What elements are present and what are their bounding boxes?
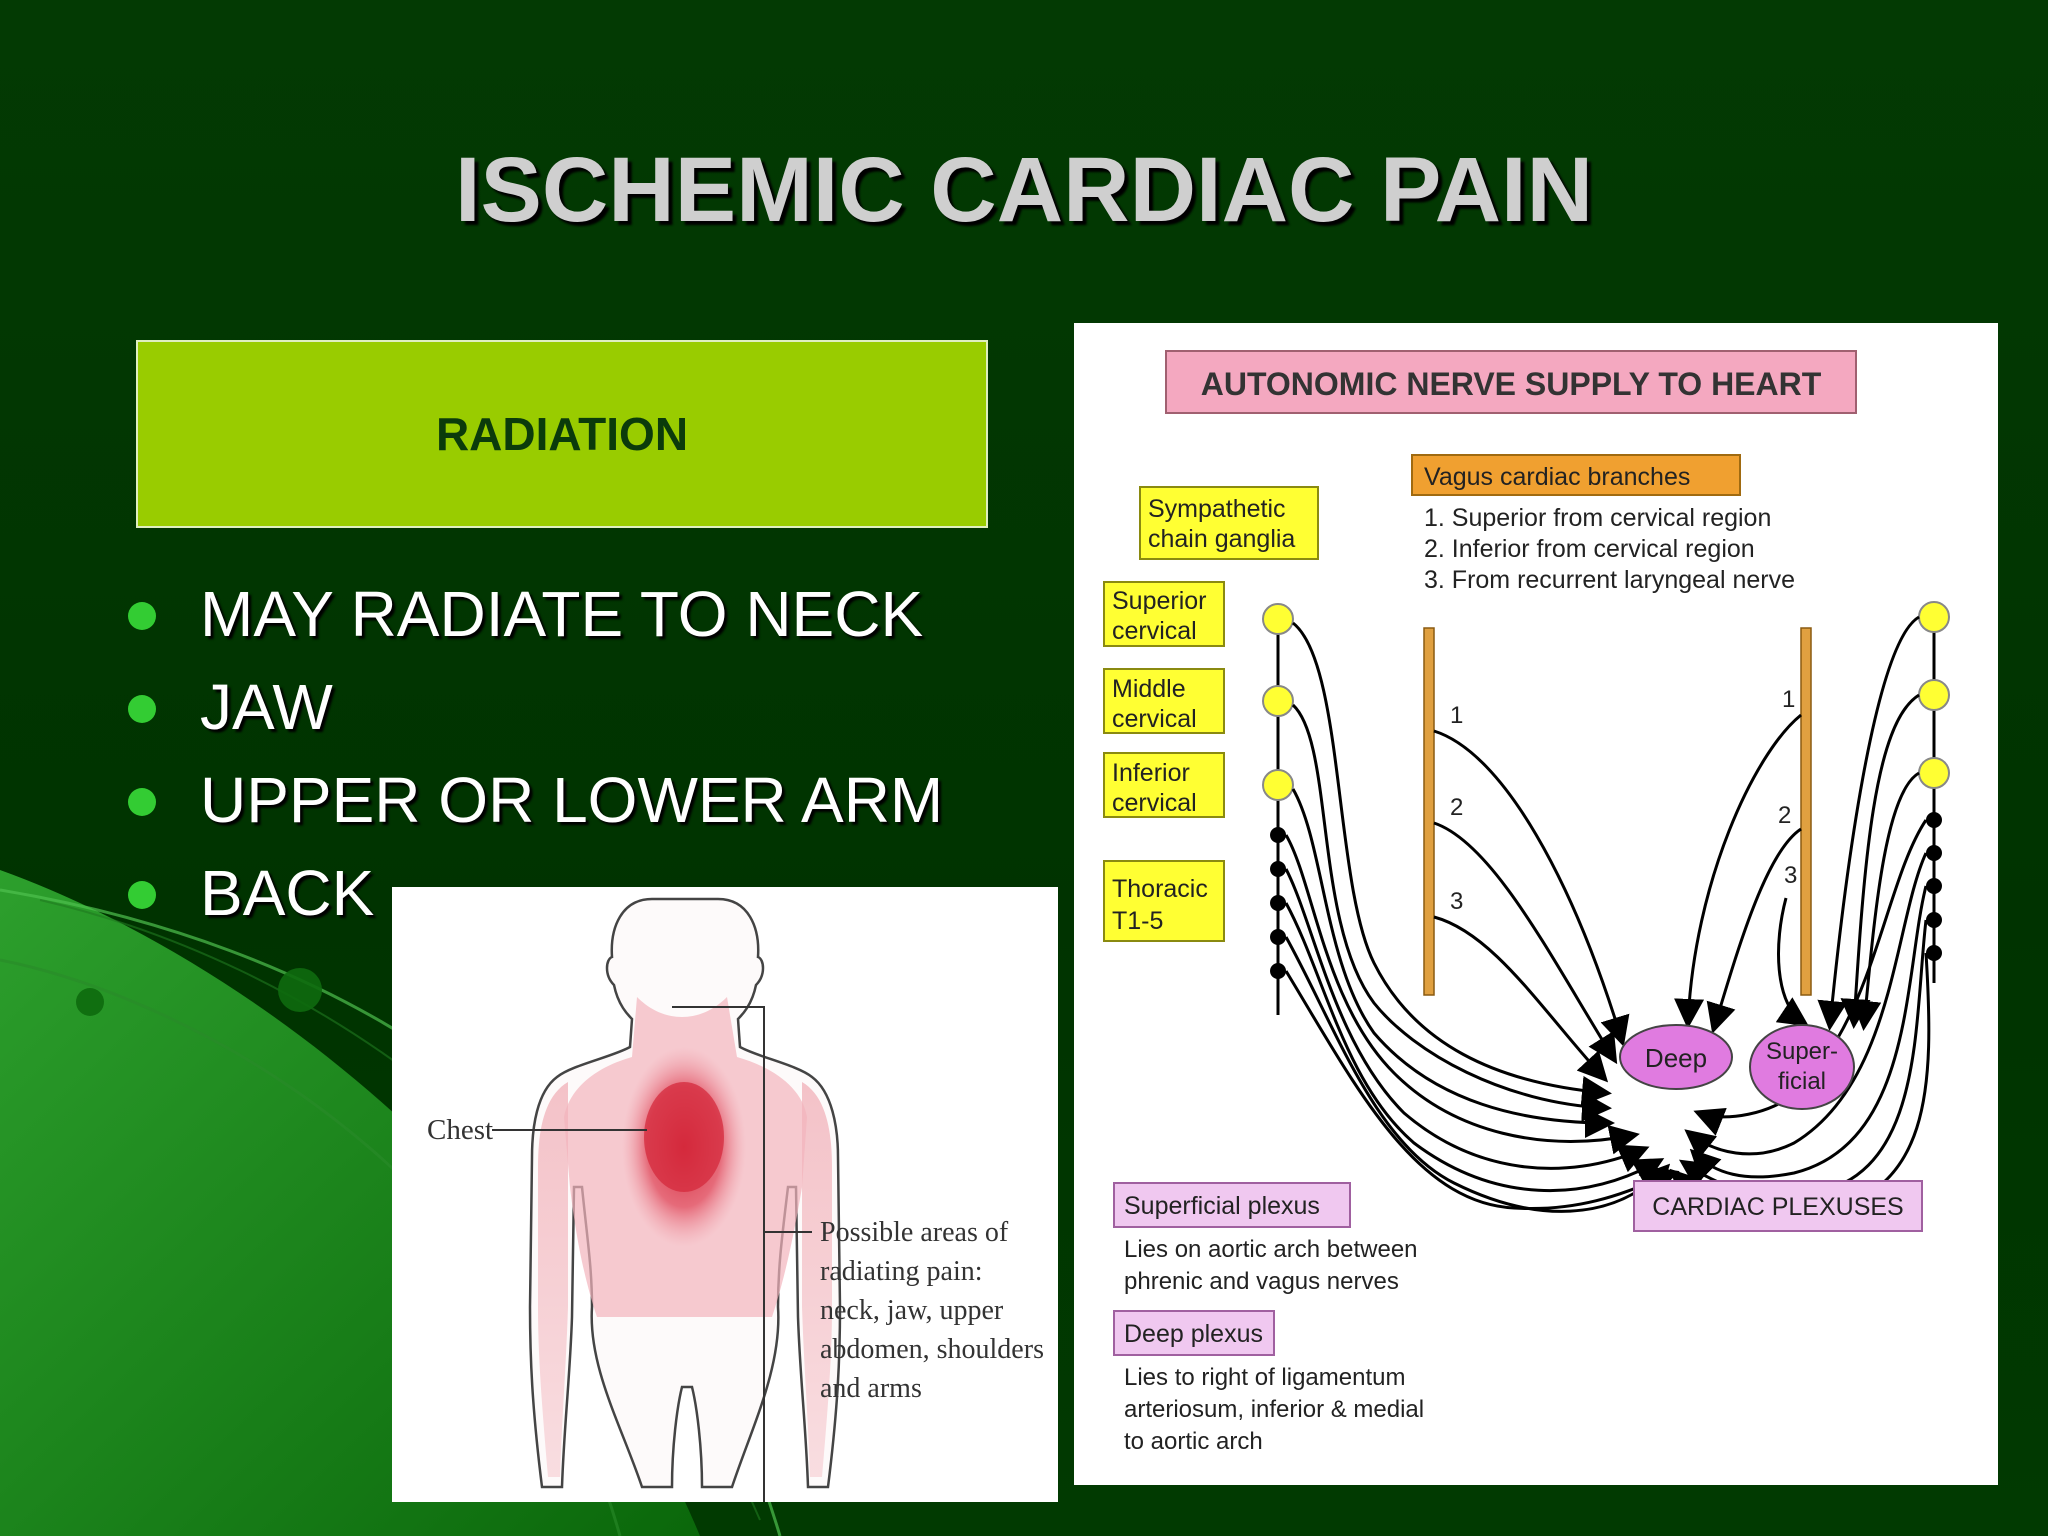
- vagus-header-box: [1411, 454, 1741, 496]
- bullet-dot-icon: [128, 602, 156, 630]
- ganglion-icon: [1926, 878, 1942, 894]
- branch-number: 2: [1450, 794, 1463, 821]
- chest-label: Chest: [427, 1114, 493, 1146]
- ganglion-icon: [1262, 769, 1294, 801]
- sympathetic-label-box: [1139, 486, 1319, 560]
- vagus-header: Vagus cardiac branches: [1424, 463, 1690, 491]
- deep-plexus-label: Deep plexus: [1124, 1320, 1263, 1348]
- inferior-cervical-box: [1103, 752, 1225, 818]
- bullet-item: JAW: [128, 661, 943, 754]
- bullet-item: MAY RADIATE TO NECK: [128, 568, 943, 661]
- superficial-plexus-label: Superficial plexus: [1124, 1192, 1320, 1220]
- human-silhouette: [528, 897, 842, 1489]
- radiation-box: RADIATION: [136, 340, 988, 528]
- right-vagus-nerve: [1800, 627, 1812, 996]
- superior-cervical-box: [1103, 581, 1225, 647]
- radiation-label: RADIATION: [435, 408, 689, 460]
- inferior-cervical-label: cervical: [1112, 789, 1197, 817]
- sympathetic-label: Sympathetic: [1148, 495, 1286, 523]
- ganglion-icon: [1918, 679, 1950, 711]
- ganglion-icon: [1926, 912, 1942, 928]
- ganglion-icon: [1926, 845, 1942, 861]
- cardiac-plexuses-box: [1633, 1180, 1923, 1232]
- sympathetic-label: chain ganglia: [1148, 525, 1295, 553]
- ganglion-icon: [1262, 685, 1294, 717]
- deep-label: Deep: [1645, 1043, 1707, 1073]
- superficial-desc: Lies on aortic arch between: [1124, 1236, 1418, 1263]
- branch-number: 1: [1450, 702, 1463, 729]
- bullet-list: MAY RADIATE TO NECK JAW UPPER OR LOWER A…: [128, 568, 943, 940]
- middle-cervical-label: Middle: [1112, 675, 1186, 703]
- superficial-label: ficial: [1778, 1068, 1826, 1095]
- bracket-lines: [492, 1006, 812, 1536]
- ganglion-icon: [1918, 601, 1950, 633]
- branch-number: 3: [1784, 862, 1797, 889]
- middle-cervical-box: [1103, 668, 1225, 734]
- superior-cervical-label: cervical: [1112, 617, 1197, 645]
- note-line: abdomen, shoulders: [820, 1334, 1044, 1365]
- vagus-item: 1. Superior from cervical region: [1424, 504, 1771, 532]
- ganglion-icon: [1926, 945, 1942, 961]
- branch-number: 3: [1450, 888, 1463, 915]
- note-line: radiating pain:: [820, 1256, 983, 1287]
- deep-desc: Lies to right of ligamentum: [1124, 1364, 1405, 1391]
- inferior-cervical-label: Inferior: [1112, 759, 1190, 787]
- superficial-plexus-node: [1749, 1024, 1855, 1110]
- nerve-branches: [1284, 615, 1931, 1216]
- body-figure: Chest Possible areas of radiating pain: …: [427, 897, 1044, 1536]
- bullet-dot-icon: [128, 788, 156, 816]
- note-line: neck, jaw, upper: [820, 1295, 1004, 1326]
- ganglion-icon: [1270, 929, 1286, 945]
- note-line: Possible areas of: [820, 1217, 1009, 1248]
- deep-desc: arteriosum, inferior & medial: [1124, 1396, 1424, 1423]
- nerve-diagram-panel: AUTONOMIC NERVE SUPPLY TO HEART Vagus ca…: [1074, 323, 1998, 1485]
- ganglion-icon: [1918, 757, 1950, 789]
- ganglion-icon: [1270, 827, 1286, 843]
- branch-number: 1: [1782, 686, 1795, 713]
- bullet-item: BACK: [128, 847, 943, 940]
- ganglion-icon: [1926, 812, 1942, 828]
- note-line: and arms: [820, 1373, 922, 1404]
- body-figure-panel: Chest Possible areas of radiating pain: …: [392, 887, 1058, 1536]
- superficial-desc: phrenic and vagus nerves: [1124, 1268, 1399, 1295]
- thoracic-label: T1-5: [1112, 907, 1163, 935]
- nerve-diagram: AUTONOMIC NERVE SUPPLY TO HEART Vagus ca…: [1103, 350, 1950, 1455]
- deep-plexus-node: [1619, 1024, 1733, 1090]
- deep-desc: to aortic arch: [1124, 1428, 1263, 1455]
- branch-number: 2: [1778, 802, 1791, 829]
- ganglion-icon: [1270, 895, 1286, 911]
- left-vagus-nerve: [1423, 627, 1435, 996]
- superior-cervical-label: Superior: [1112, 587, 1207, 615]
- diagram-title: AUTONOMIC NERVE SUPPLY TO HEART: [1201, 366, 1822, 402]
- bullet-dot-icon: [128, 881, 156, 909]
- superficial-plexus-box: [1113, 1182, 1351, 1228]
- vagus-item: 3. From recurrent laryngeal nerve: [1424, 566, 1795, 594]
- bullet-dot-icon: [128, 695, 156, 723]
- deep-plexus-box: [1113, 1310, 1275, 1356]
- ganglion-icon: [1270, 861, 1286, 877]
- thoracic-box: [1103, 860, 1225, 942]
- slide-title: ISCHEMIC CARDIAC PAIN: [454, 139, 1594, 241]
- left-sympathetic-chain: [1262, 603, 1294, 1015]
- cardiac-plexuses-label: CARDIAC PLEXUSES: [1652, 1193, 1903, 1221]
- bullet-item: UPPER OR LOWER ARM: [128, 754, 943, 847]
- diagram-title-box: [1165, 350, 1857, 414]
- right-sympathetic-chain: [1918, 601, 1950, 983]
- ganglion-icon: [1262, 603, 1294, 635]
- middle-cervical-label: cervical: [1112, 705, 1197, 733]
- superficial-label: Super-: [1766, 1038, 1838, 1065]
- ganglion-icon: [1270, 963, 1286, 979]
- vagus-item: 2. Inferior from cervical region: [1424, 535, 1755, 563]
- thoracic-label: Thoracic: [1112, 875, 1208, 903]
